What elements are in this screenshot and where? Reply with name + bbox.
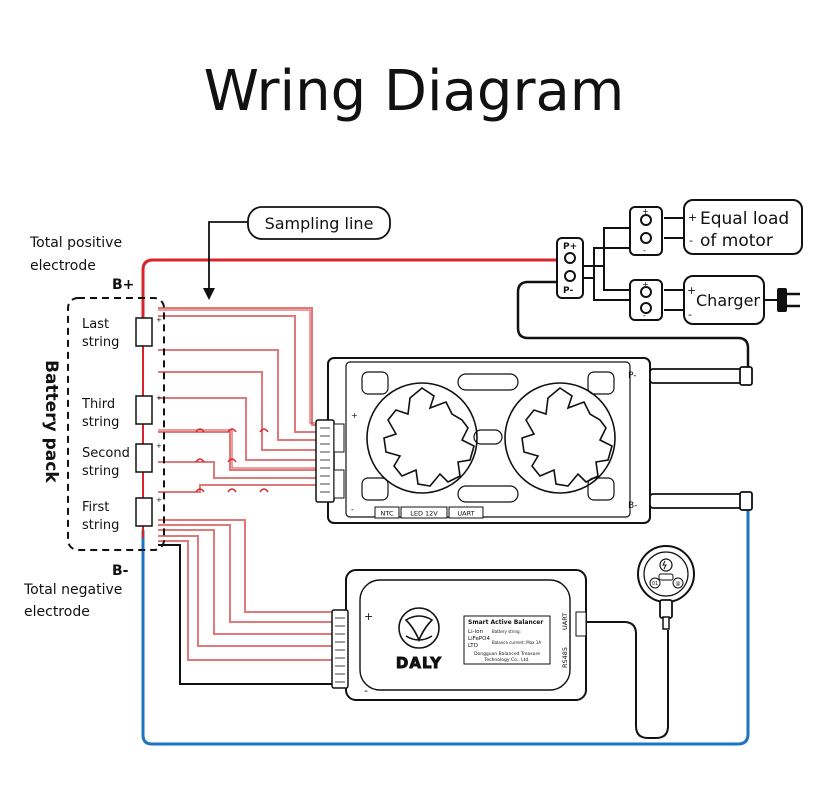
fan-right-icon	[504, 382, 616, 494]
sampling-line-callout: Sampling line	[247, 206, 391, 240]
svg-text:+: +	[687, 284, 696, 297]
svg-text:Technology Co., Ltd.: Technology Co., Ltd.	[483, 657, 529, 663]
string-label-line1: Second	[82, 446, 130, 461]
b-minus-label: B-	[112, 563, 129, 579]
charger-label: Charger	[696, 291, 760, 310]
load-negative-wire	[593, 247, 630, 278]
sampling-lines-bms-dark	[158, 309, 322, 469]
string-label-line1: Last	[82, 317, 109, 332]
svg-text:+: +	[156, 394, 162, 402]
diagram-title: Wring Diagram	[204, 59, 625, 124]
equal-load-label-line2: of motor	[700, 231, 773, 251]
svg-text:Balance current: Max 1A: Balance current: Max 1A	[492, 640, 541, 645]
sampling-line-label: Sampling line	[265, 214, 374, 233]
svg-text:@: @	[676, 581, 681, 587]
string-label-line2: string	[82, 415, 119, 430]
svg-text:-: -	[364, 684, 368, 697]
monitor-device: 01 @	[637, 545, 695, 630]
plug-icon	[777, 288, 787, 312]
monitor-cable	[586, 621, 669, 739]
total-negative-label: Total negative	[23, 582, 122, 598]
cell-last-string: +	[135, 316, 162, 347]
total-positive-label-line2: electrode	[30, 258, 96, 274]
load-connector: + -	[629, 206, 663, 256]
p-plus-label: P+	[563, 242, 577, 252]
balancer-port-rs485: RS485	[561, 647, 569, 668]
active-balancer: + - DALY Smart Active Balancer Li-ion Li…	[331, 569, 587, 701]
cell-second-string: +	[135, 442, 162, 473]
bms-p-minus-label: P-	[628, 371, 636, 381]
monitor-right-button	[672, 577, 684, 589]
sampling-pointer	[208, 221, 250, 292]
svg-text:+: +	[156, 496, 162, 504]
b-plus-label: B+	[112, 277, 134, 293]
bms-b-minus-label: B-	[628, 501, 637, 511]
fan-left-icon	[366, 382, 478, 494]
string-label-line2: string	[82, 464, 119, 479]
positive-wire	[141, 258, 570, 318]
battery-pack-label: Battery pack	[41, 360, 61, 483]
string-label-line2: string	[82, 518, 119, 533]
svg-text:-: -	[688, 308, 692, 321]
cell-first-string: +	[135, 496, 162, 527]
output-connector: P+ P-	[556, 237, 584, 299]
balancer-port-uart: UART	[561, 613, 569, 630]
charger-box: + - Charger	[683, 275, 800, 325]
svg-text:+: +	[156, 316, 162, 324]
cell-third-string: +	[135, 394, 162, 425]
total-negative-label-line2: electrode	[24, 604, 90, 620]
sampling-lines-bms	[158, 307, 322, 493]
bms-p-minus-terminal	[649, 368, 747, 384]
monitor-left-button	[649, 577, 661, 589]
svg-text:+: +	[688, 211, 697, 224]
svg-text:Dongguan Balanced Treasure: Dongguan Balanced Treasure	[474, 651, 540, 657]
equal-load-box: + - Equal load of motor	[683, 199, 803, 255]
port-led: LED 12V	[410, 510, 438, 518]
daly-logo	[398, 607, 440, 649]
bms-sampling-port	[315, 419, 335, 503]
svg-text:-: -	[643, 311, 646, 320]
svg-text:+: +	[364, 610, 373, 623]
negative-wire	[141, 500, 750, 746]
svg-text:+: +	[642, 207, 649, 216]
svg-text:-: -	[689, 234, 693, 247]
svg-text:LiFePO4: LiFePO4	[468, 636, 490, 642]
balancer-title: Smart Active Balancer	[468, 619, 543, 626]
string-label-line1: Third	[81, 397, 115, 412]
charger-negative-wire	[582, 277, 630, 301]
svg-text:+: +	[156, 442, 162, 450]
svg-text:Battery string:: Battery string:	[492, 629, 521, 634]
svg-text:LTO: LTO	[468, 643, 479, 649]
sampling-arrowhead	[203, 288, 215, 300]
balancer-brand: DALY	[396, 654, 442, 672]
svg-text:+: +	[351, 411, 358, 420]
svg-text:-: -	[643, 246, 646, 255]
total-positive-label: Total positive	[29, 235, 122, 251]
svg-text:Li-ion: Li-ion	[468, 629, 483, 635]
svg-text:-: -	[351, 505, 354, 514]
svg-text:01: 01	[652, 581, 658, 587]
main-wires	[141, 217, 750, 746]
string-label-line2: string	[82, 335, 119, 350]
equal-load-label: Equal load	[700, 209, 789, 229]
balancer-negative-wire	[158, 544, 340, 685]
battery-pack: + + + + Last string Third string Second …	[41, 297, 165, 551]
p-minus-wire	[516, 280, 750, 380]
battery-pack-outline	[67, 297, 165, 551]
charger-connector: + -	[629, 279, 663, 321]
bms-b-minus-terminal	[649, 493, 747, 509]
port-ntc: NTC	[381, 510, 394, 518]
charge-icon	[659, 558, 673, 572]
battery-icon	[658, 573, 674, 581]
charger-positive-wire	[603, 266, 630, 291]
balancer-sampling-port	[331, 609, 349, 689]
string-label-line1: First	[82, 500, 109, 515]
bms-board: + - NTC LED 12V UART P- B-	[315, 357, 753, 524]
svg-text:+: +	[642, 280, 649, 289]
port-uart: UART	[457, 510, 474, 518]
p-minus-label: P-	[563, 286, 573, 296]
sampling-lines-balancer	[158, 519, 340, 661]
